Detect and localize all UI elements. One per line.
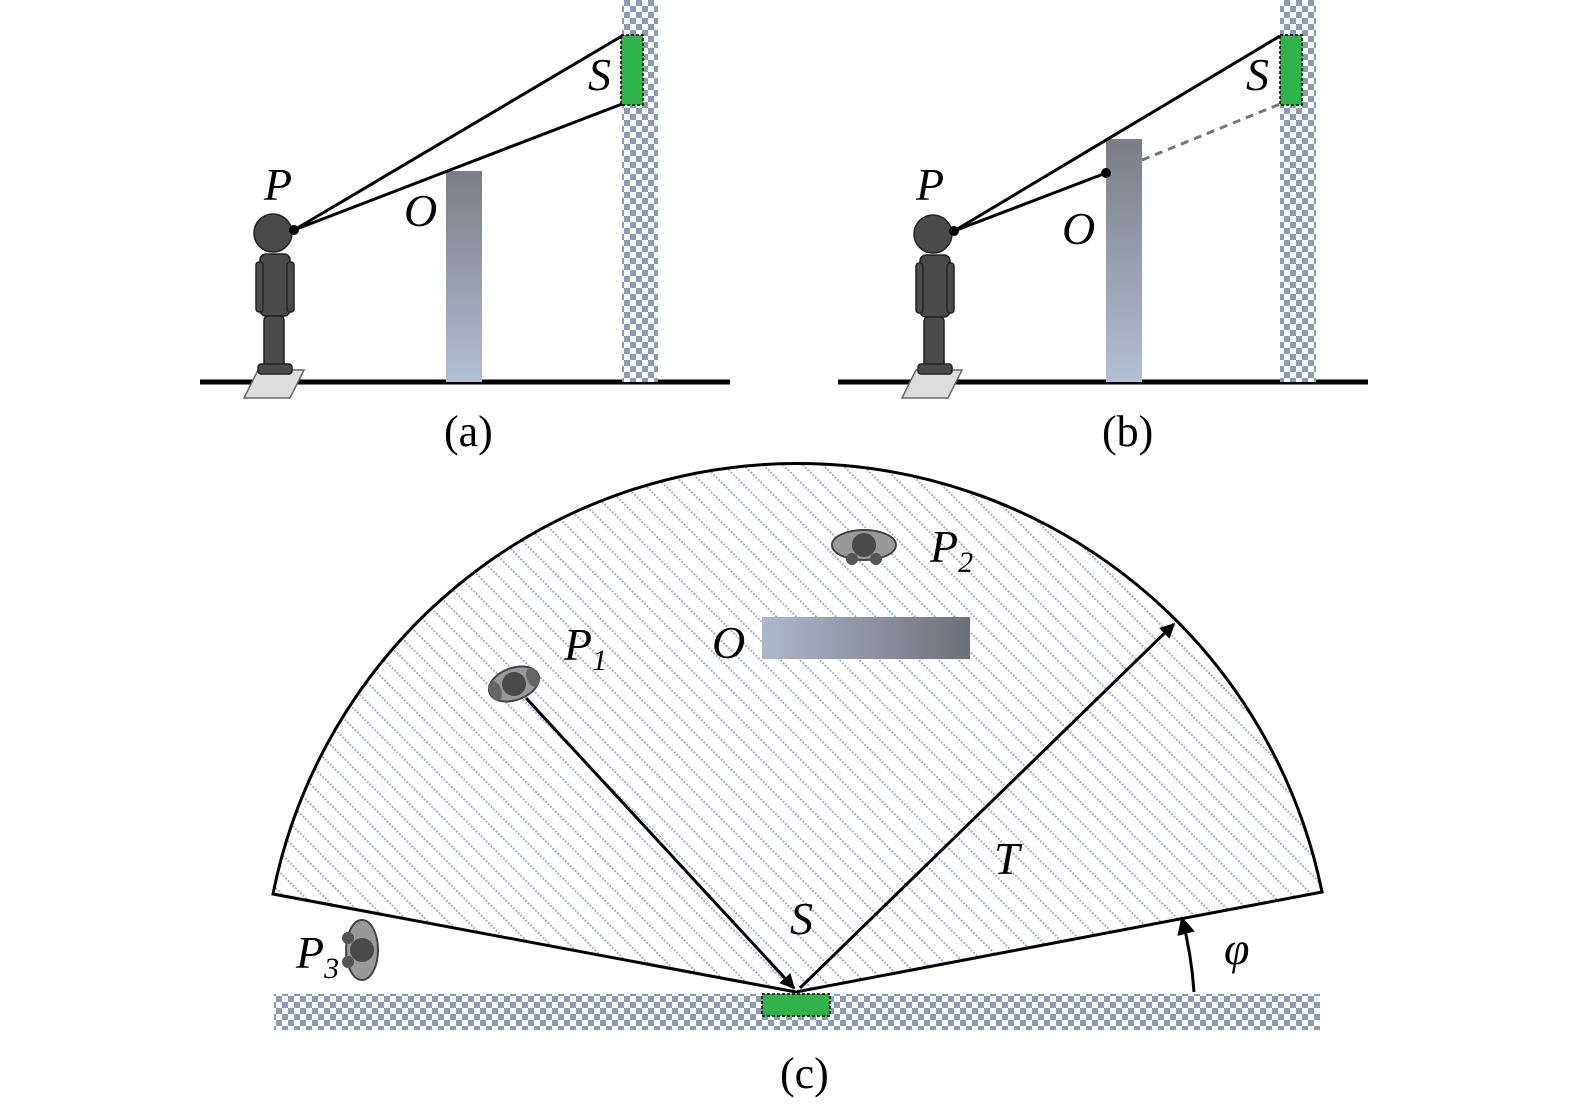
label-angle: φ xyxy=(1224,923,1249,974)
label-sensor: S xyxy=(790,893,813,944)
person-figure xyxy=(242,213,306,399)
sensor xyxy=(1279,34,1303,106)
label-obstacle: O xyxy=(712,617,745,668)
caption-c: (c) xyxy=(780,1049,829,1098)
eye-point xyxy=(949,226,959,236)
sensor xyxy=(761,993,831,1017)
detection-arrow xyxy=(524,696,796,990)
label-sensor: S xyxy=(1246,49,1269,100)
label-range: T xyxy=(994,833,1023,884)
label-p3: P3 xyxy=(295,927,339,985)
sight-line-top xyxy=(953,34,1281,233)
person-top-view-p1 xyxy=(487,665,541,703)
panel-c: P1 P2 P3 O S T φ (c) xyxy=(271,462,1324,1098)
sight-line-top xyxy=(293,34,623,232)
label-p1: P1 xyxy=(563,619,607,677)
person-figure xyxy=(900,214,964,399)
sensing-sector xyxy=(271,462,1324,994)
occlusion-point xyxy=(1101,168,1111,178)
label-obstacle: O xyxy=(1062,203,1095,254)
panel-b: P O S (b) xyxy=(838,0,1368,456)
sight-line-occluded xyxy=(1141,102,1281,162)
sight-line-bottom xyxy=(293,102,623,232)
panel-a: P O S (a) xyxy=(200,0,730,456)
obstacle-pillar xyxy=(446,171,482,382)
sensor xyxy=(620,34,644,106)
sight-line-blocked xyxy=(953,171,1107,233)
eye-point xyxy=(289,225,299,235)
obstacle-pillar xyxy=(1106,139,1142,382)
label-obstacle: O xyxy=(404,185,437,236)
label-person: P xyxy=(263,159,292,210)
person-top-view-p2 xyxy=(831,529,897,565)
angle-arc xyxy=(1177,916,1196,993)
label-person: P xyxy=(915,159,944,210)
range-arrow xyxy=(798,622,1176,990)
label-sensor: S xyxy=(588,49,611,100)
obstacle-bar xyxy=(762,617,970,659)
person-top-view-p3 xyxy=(342,919,379,981)
caption-b: (b) xyxy=(1102,407,1153,456)
caption-a: (a) xyxy=(444,407,493,456)
label-p2: P2 xyxy=(929,521,973,579)
